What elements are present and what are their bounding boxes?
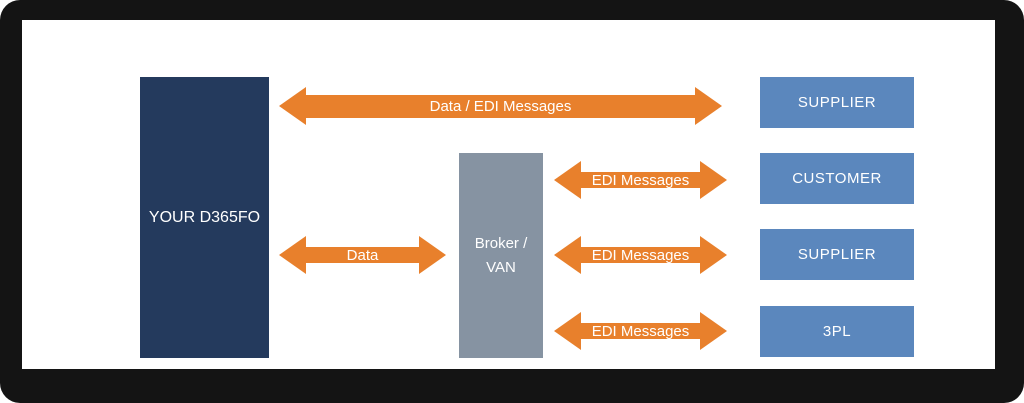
- arrow-edi-messages-customer: EDI Messages: [554, 161, 727, 199]
- arrow-shaft: [581, 323, 700, 339]
- broker-van-label: Broker / VAN: [474, 235, 528, 276]
- partner-box-supplier-mid: SUPPLIER: [760, 229, 914, 280]
- arrow-shaft: [306, 94, 695, 118]
- arrow-shaft: [581, 172, 700, 188]
- diagram-canvas: YOUR D365FO Broker / VAN SUPPLIER CUSTOM…: [22, 20, 995, 369]
- partner-label: 3PL: [822, 323, 852, 340]
- arrowhead-left-icon: [279, 87, 306, 125]
- arrow-edi-messages-supplier: EDI Messages: [554, 236, 727, 274]
- partner-label: CUSTOMER: [792, 170, 882, 187]
- arrow-shaft: [581, 247, 700, 263]
- arrowhead-left-icon: [554, 236, 581, 274]
- arrowhead-left-icon: [279, 236, 306, 274]
- arrow-data-edi-messages: Data / EDI Messages: [279, 87, 722, 125]
- arrowhead-right-icon: [419, 236, 446, 274]
- your-d365fo-box: YOUR D365FO: [140, 77, 269, 358]
- partner-box-3pl: 3PL: [760, 306, 914, 357]
- arrowhead-right-icon: [695, 87, 722, 125]
- your-d365fo-label: YOUR D365FO: [148, 208, 261, 226]
- partner-label: SUPPLIER: [797, 94, 877, 111]
- arrowhead-right-icon: [700, 161, 727, 199]
- arrowhead-left-icon: [554, 312, 581, 350]
- arrowhead-right-icon: [700, 312, 727, 350]
- arrow-shaft: [306, 247, 419, 263]
- partner-label: SUPPLIER: [797, 246, 877, 263]
- arrow-edi-messages-3pl: EDI Messages: [554, 312, 727, 350]
- partner-box-supplier-top: SUPPLIER: [760, 77, 914, 128]
- arrowhead-right-icon: [700, 236, 727, 274]
- arrow-data: Data: [279, 236, 446, 274]
- broker-van-box: Broker / VAN: [459, 153, 543, 358]
- partner-box-customer: CUSTOMER: [760, 153, 914, 204]
- arrowhead-left-icon: [554, 161, 581, 199]
